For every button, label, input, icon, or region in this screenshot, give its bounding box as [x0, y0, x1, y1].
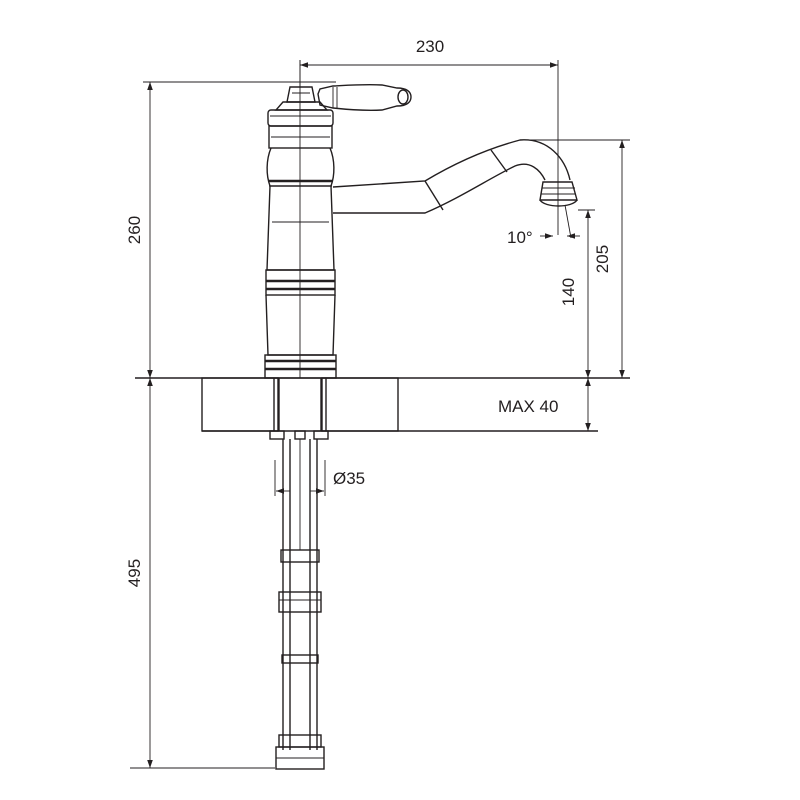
- dimension-label-hose-diameter: Ø35: [333, 469, 365, 488]
- dimension-label-outlet-angle: 10°: [507, 228, 533, 247]
- dimension-label-reach: 230: [416, 37, 444, 56]
- spout: [332, 139, 578, 214]
- handle-lever: [317, 83, 412, 112]
- dimension-total-height: 260: [125, 81, 336, 378]
- dimension-outlet-angle: 10°: [507, 204, 580, 247]
- countertop: [135, 377, 630, 432]
- hoses: [269, 378, 329, 770]
- dimension-hose-length: 495: [125, 378, 275, 769]
- dimension-label-spout-height: 205: [593, 245, 612, 273]
- dimension-label-total-height: 260: [125, 216, 144, 244]
- faucet-body: [264, 60, 337, 379]
- dimension-max-thickness: MAX 40: [498, 378, 591, 431]
- dimension-label-outlet-height: 140: [559, 278, 578, 306]
- dimension-spout-height: 205: [525, 139, 630, 378]
- dimension-outlet-height: 140: [559, 209, 595, 378]
- dimension-label-hose-length: 495: [125, 559, 144, 587]
- dimension-spout-reach: 230: [299, 37, 559, 235]
- dimension-label-max-thickness: MAX 40: [498, 397, 558, 416]
- dimension-hose-diameter: Ø35: [274, 460, 365, 496]
